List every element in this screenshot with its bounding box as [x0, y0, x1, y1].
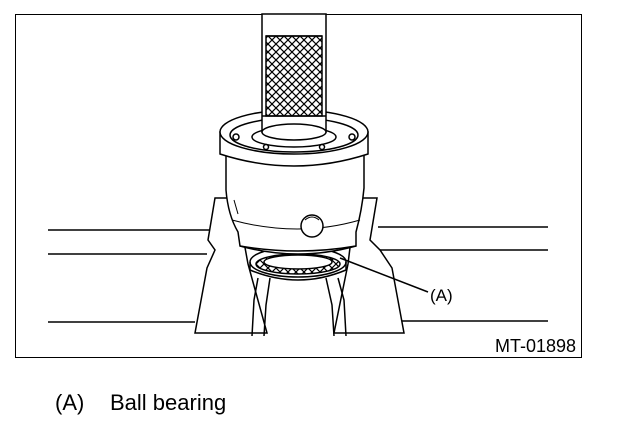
table-rails [48, 226, 548, 323]
support-block-right [333, 197, 405, 334]
figure-id: MT-01898 [494, 336, 576, 356]
legend-tag: (A) [55, 390, 85, 415]
legend-text: Ball bearing [110, 390, 227, 415]
pilot-legs [251, 277, 347, 337]
housing [225, 151, 365, 255]
callout-label-a: (A) [430, 286, 453, 305]
ball-bearing [249, 246, 347, 281]
callout-leader [339, 257, 429, 293]
press-shaft [261, 13, 327, 141]
legend-item: (A) Ball bearing [55, 390, 226, 416]
